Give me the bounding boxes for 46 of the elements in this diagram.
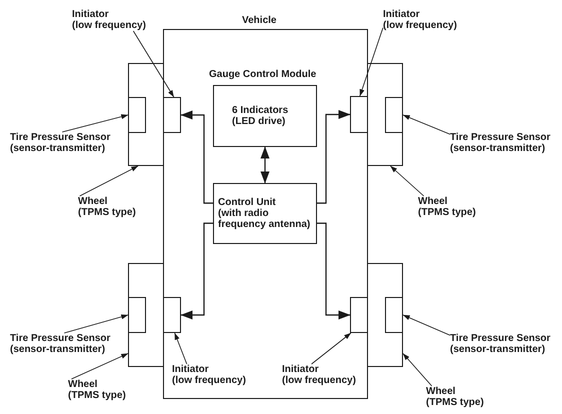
leader-line [311,332,352,364]
callout-label: Initiator (low frequency) [72,9,146,31]
leader-line [360,27,384,96]
wheel-box [128,263,164,367]
callout-label: Initiator (low frequency) [172,364,246,386]
leader-line [174,332,188,364]
callout-label: Wheel (TPMS type) [78,196,136,218]
wheel-box [367,63,403,166]
leader-line [402,314,450,336]
box-label: 6 Indicators (LED drive) [232,105,288,127]
callout-label: Tire Pressure Sensor (sensor-transmitter) [450,333,550,355]
callout-label: Wheel (TPMS type) [418,196,476,218]
callout-label: Wheel (TPMS type) [426,386,484,408]
leader-line [71,353,128,380]
signal-arrow [180,222,213,320]
initiator-box [163,297,181,333]
callout-label: Tire Pressure Sensor (sensor-transmitter) [450,132,550,154]
leader-line [402,114,450,135]
wheel-box [128,63,164,166]
signal-arrow [317,222,350,320]
leader-line [62,114,128,132]
callout-label: Tire Pressure Sensor (sensor-transmitter) [10,333,110,355]
sensor-box [128,297,146,333]
initiator-box [350,297,368,333]
leader-line [402,353,432,386]
vehicle-label: Vehicle [242,15,276,26]
box-label: Control Unit (with radio frequency antenna) [218,197,310,230]
double-arrow [260,146,270,184]
signal-arrow [180,110,213,204]
callout-label: Initiator (low frequency) [383,9,457,31]
signal-arrow [317,110,350,204]
wheel-box [367,263,403,367]
initiator-box [163,97,181,133]
leader-line [79,166,138,196]
callout-label: Tire Pressure Sensor (sensor-transmitter) [10,132,110,154]
control-unit-box [213,183,317,244]
leader-line [132,30,174,98]
sensor-box [128,97,146,133]
callout-label: Initiator (low frequency) [282,364,356,386]
sensor-box [385,97,403,133]
leader-line [64,314,128,334]
sensor-box [385,297,403,333]
indicator-box [213,85,317,147]
leader-line [390,166,424,196]
initiator-box [350,96,368,133]
callout-label: Wheel (TPMS type) [68,379,126,401]
